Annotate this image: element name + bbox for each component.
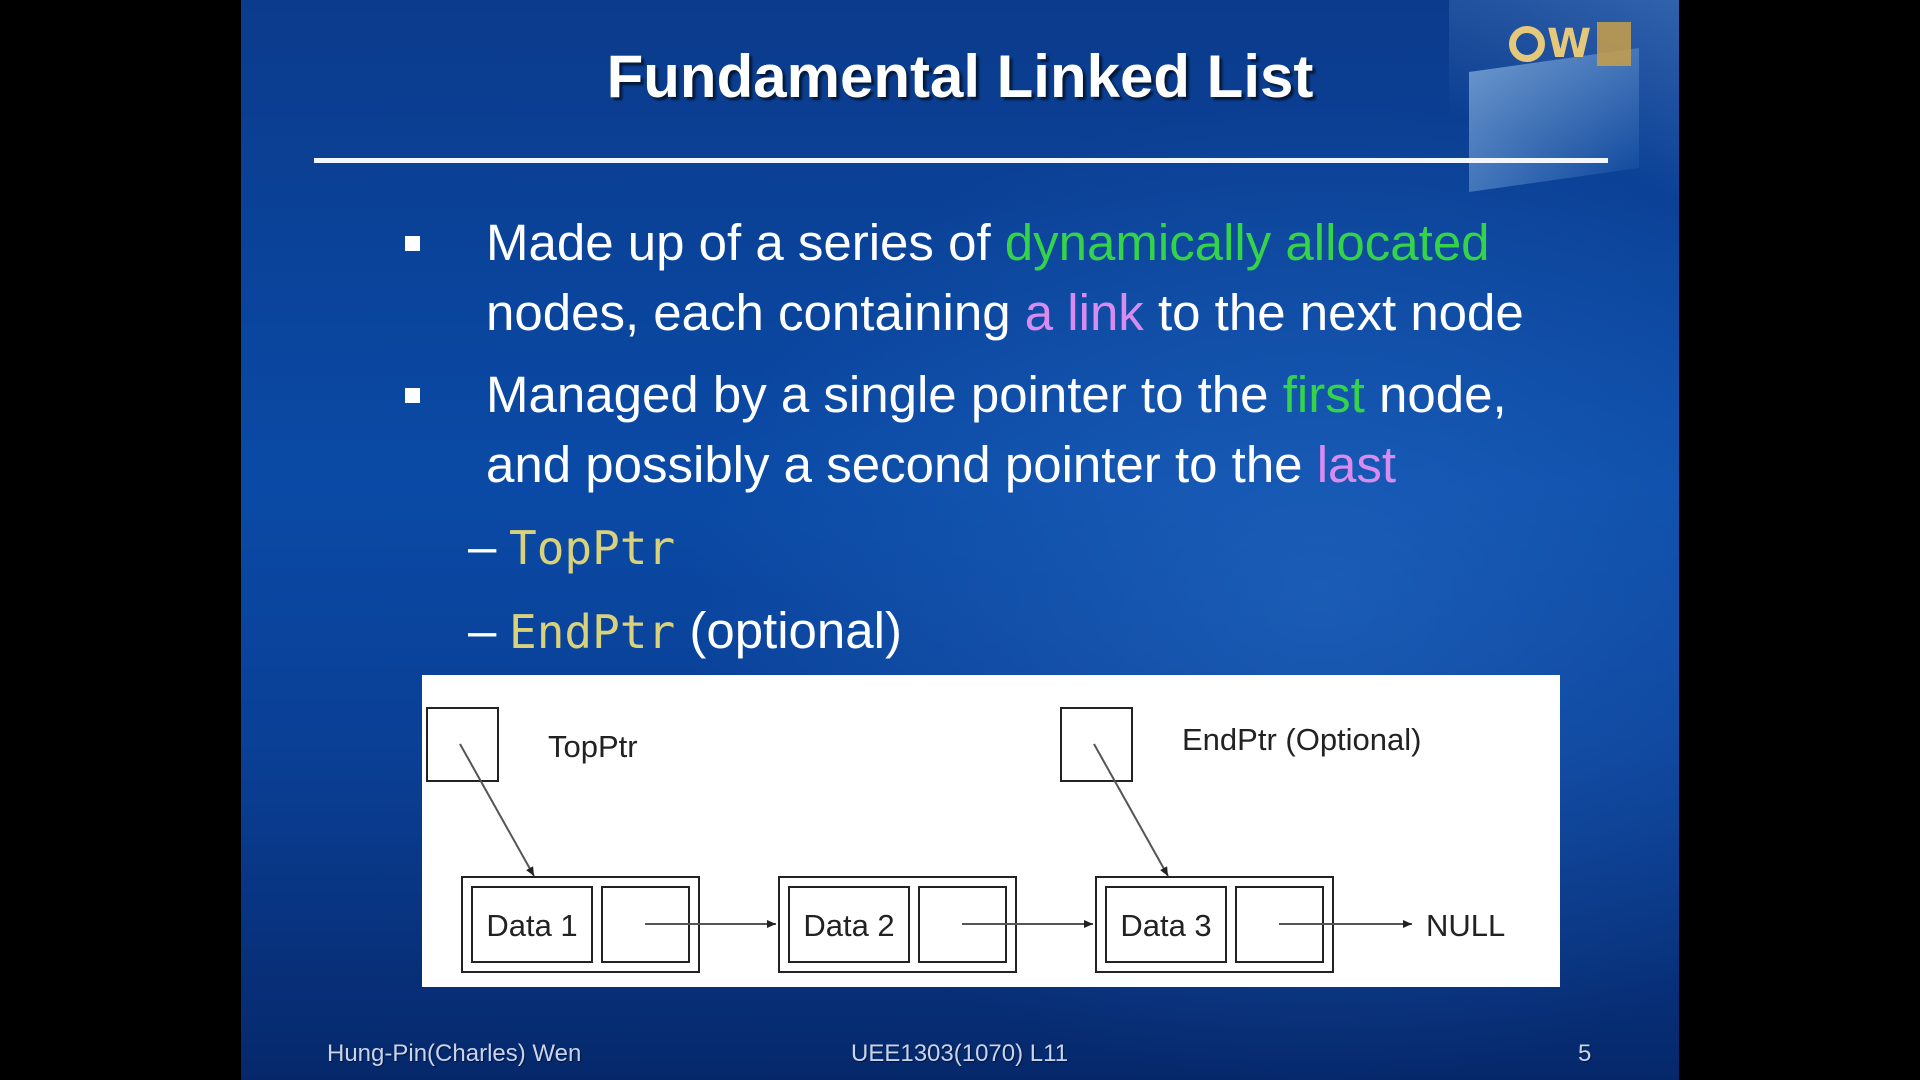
endptr-label: EndPtr (Optional) (1182, 722, 1422, 757)
node-1-label: Data 1 (486, 908, 577, 943)
presentation-slide: W Fundamental Linked List Made up of a s… (241, 0, 1679, 1080)
node-1-data-cell (471, 886, 593, 963)
code-text: EndPtr (509, 605, 676, 659)
topptr-arrow (459, 743, 535, 877)
footer-course: UEE1303(1070) L11 (851, 1040, 1069, 1067)
emphasis-text: last (1316, 436, 1397, 493)
bullet-text: node, (1364, 366, 1507, 423)
bullet-text: nodes, each containing (486, 284, 1025, 341)
slide-title: Fundamental Linked List (606, 43, 1314, 110)
endptr-box (1060, 707, 1133, 782)
endptr-arrow (1093, 743, 1169, 877)
node-2-data-cell (788, 886, 910, 963)
sub-item-endptr: – EndPtr (optional) (401, 596, 1561, 674)
footer-page-number: 5 (1578, 1040, 1592, 1067)
node-3-data-cell (1105, 886, 1227, 963)
linked-list-svg: TopPtr EndPtr (Optional) Data 1 Data 2 (426, 707, 1505, 973)
topptr-label: TopPtr (548, 729, 638, 764)
square-bullet-icon (405, 236, 420, 251)
emphasis-text: a link (1024, 284, 1144, 341)
topptr-box (426, 707, 499, 782)
node-2-label: Data 2 (803, 908, 894, 943)
title-divider (314, 158, 1608, 163)
dash-marker: – (468, 518, 497, 575)
sub-item-suffix: (optional) (675, 602, 902, 659)
footer-author: Hung-Pin(Charles) Wen (327, 1040, 582, 1067)
bullet-text: and possibly a second pointer to the (486, 436, 1317, 493)
node-3-label: Data 3 (1120, 908, 1211, 943)
null-terminator: NULL (1426, 908, 1505, 943)
bullet-text: Managed by a single pointer to the (486, 366, 1283, 423)
linked-list-diagram: TopPtr EndPtr (Optional) Data 1 Data 2 (422, 675, 1560, 987)
sub-item-topptr: – TopPtr (401, 512, 1561, 590)
bullet-list: Made up of a series of dynamically alloc… (401, 208, 1561, 674)
emphasis-text: first (1282, 366, 1365, 423)
code-text: TopPtr (509, 521, 676, 575)
emphasis-text: dynamically allocated (1004, 214, 1490, 271)
bullet-item-1: Made up of a series of dynamically alloc… (401, 208, 1561, 348)
dash-marker: – (468, 602, 497, 659)
bullet-item-2: Managed by a single pointer to the first… (401, 360, 1561, 500)
ocw-logo-icon: W (1509, 16, 1653, 72)
bullet-text: to the next node (1143, 284, 1524, 341)
bullet-text: Made up of a series of (486, 214, 1005, 271)
square-bullet-icon (405, 388, 420, 403)
